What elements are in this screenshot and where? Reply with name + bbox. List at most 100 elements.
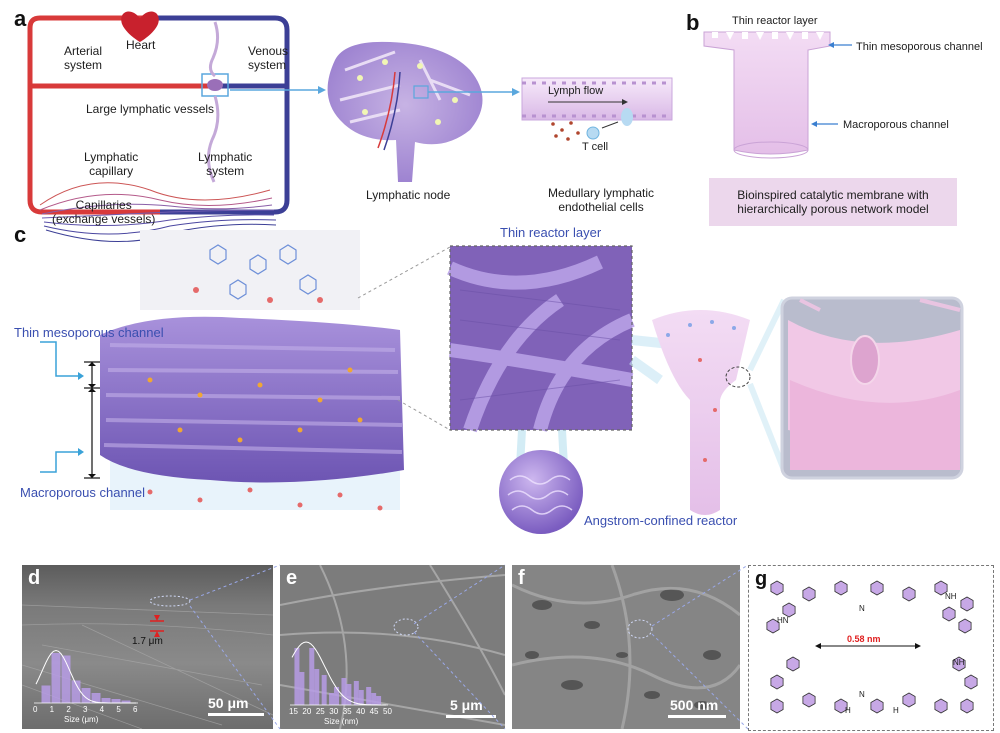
- hist-bar: [341, 678, 347, 705]
- benzene-ring: [770, 580, 784, 596]
- g-nh-label-2: NH: [953, 658, 965, 667]
- hist-bar: [334, 687, 340, 705]
- e-scale-bar: [446, 715, 496, 718]
- lymphatic-system-label: Lymphatic system: [198, 150, 253, 178]
- lymphatic-node-label: Lymphatic node: [366, 188, 451, 202]
- hist-bar: [294, 648, 300, 705]
- large-lymphatic-label: Large lymphatic vessels: [86, 102, 215, 116]
- panel-label-a: a: [14, 6, 27, 31]
- b-caption-text: Bioinspired catalytic membrane with hier…: [737, 188, 929, 216]
- hist-tick-label: 0: [33, 705, 38, 714]
- hist-tick-label: 20: [302, 707, 312, 716]
- g-nh-label-1: NH: [945, 592, 957, 601]
- benzene-ring: [870, 698, 884, 714]
- hist-tick-label: 30: [329, 707, 339, 716]
- hist-tick-label: 3: [83, 705, 88, 714]
- benzene-ring: [934, 698, 948, 714]
- panel-label-d: d: [28, 567, 41, 589]
- b-caption-box: Bioinspired catalytic membrane with hier…: [709, 178, 957, 226]
- e-scale-text: 5 μm: [450, 697, 483, 713]
- panel-label-b: b: [686, 10, 700, 35]
- benzene-ring: [786, 656, 800, 672]
- panel-f-sem: f 500 nm: [512, 565, 740, 729]
- benzene-ring: [960, 698, 974, 714]
- g-h-label-1: H: [845, 706, 851, 715]
- c-macro-label: Macroporous channel: [20, 485, 146, 500]
- hist-bar: [51, 653, 61, 703]
- c-thin-reactor-label: Thin reactor layer: [500, 225, 602, 240]
- benzene-ring: [782, 602, 796, 618]
- hist-e: [291, 641, 386, 706]
- venous-label: Venous system: [248, 44, 289, 72]
- g-h-label-2: H: [893, 706, 899, 715]
- benzene-ring: [964, 674, 978, 690]
- hist-tick-label: 4: [99, 705, 105, 714]
- benzene-ring: [802, 692, 816, 708]
- benzene-ring: [770, 674, 784, 690]
- benzene-ring: [952, 656, 966, 672]
- g-distance-label: 0.58 nm: [847, 634, 881, 644]
- hist-bar: [121, 700, 131, 703]
- b-macro-label: Macroporous channel: [843, 119, 949, 131]
- benzene-ring: [902, 692, 916, 708]
- hist-bar: [299, 672, 305, 705]
- benzene-ring: [960, 596, 974, 612]
- benzene-ring: [834, 580, 848, 596]
- hist-tick-label: 45: [369, 707, 379, 716]
- f-scale-text: 500 nm: [670, 697, 719, 713]
- b-thin-reactor-label: Thin reactor layer: [732, 15, 818, 27]
- arterial-label: Arterial system: [64, 44, 103, 72]
- hist-bar: [321, 675, 327, 705]
- hist-bar: [371, 693, 377, 705]
- hist-bar: [101, 698, 111, 703]
- hist-tick-label: 50: [383, 707, 392, 716]
- hist-bar: [61, 655, 71, 703]
- g-n-label-2: N: [859, 690, 865, 699]
- e-hist-xlabel: Size (nm): [324, 717, 359, 726]
- benzene-ring: [802, 586, 816, 602]
- hist-bar: [346, 684, 352, 705]
- f-scale-bar: [668, 715, 726, 718]
- hist-tick-label: 6: [133, 705, 138, 714]
- benzene-ring: [770, 698, 784, 714]
- hist-tick-label: 2: [66, 705, 71, 714]
- panel-d-graphics: [22, 595, 273, 729]
- lymph-flow-label: Lymph flow: [548, 85, 604, 97]
- c-thin-meso-label: Thin mesoporous channel: [14, 325, 164, 340]
- benzene-rings: [766, 580, 978, 714]
- hist-bar: [376, 696, 382, 705]
- benzene-ring: [766, 618, 780, 634]
- benzene-ring: [902, 586, 916, 602]
- lymphatic-capillary-label: Lymphatic capillary: [84, 150, 139, 178]
- heart-label: Heart: [126, 38, 156, 52]
- hist-tick-label: 35: [342, 707, 352, 716]
- benzene-ring: [934, 580, 948, 596]
- hist-bar: [41, 685, 51, 703]
- t-cell-label: T cell: [582, 141, 609, 153]
- g-hn-label: HN: [777, 616, 789, 625]
- d-scale-bar: [208, 713, 264, 716]
- hist-bar: [353, 681, 359, 705]
- panel-label-g: g: [755, 568, 768, 590]
- panel-label-f: f: [518, 567, 525, 589]
- hist-bar: [81, 688, 91, 703]
- c-angstrom-label: Angstrom-confined reactor: [584, 513, 738, 528]
- hist-bar: [111, 699, 121, 703]
- hist-bar: [366, 687, 372, 705]
- benzene-ring: [942, 606, 956, 622]
- panel-label-e: e: [286, 567, 298, 589]
- hist-bar: [71, 680, 81, 703]
- capillaries-label: Capillaries (exchange vessels): [52, 198, 156, 226]
- hist-tick-label: 1: [49, 705, 55, 714]
- panel-f-graphics: [512, 565, 740, 729]
- hist-tick-label: 15: [289, 707, 298, 716]
- d-scale-text: 50 μm: [208, 695, 249, 711]
- hist-bar: [329, 693, 335, 705]
- hist-bar: [314, 669, 320, 705]
- g-n-label-1: N: [859, 604, 865, 613]
- b-thin-meso-label: Thin mesoporous channel: [856, 41, 983, 53]
